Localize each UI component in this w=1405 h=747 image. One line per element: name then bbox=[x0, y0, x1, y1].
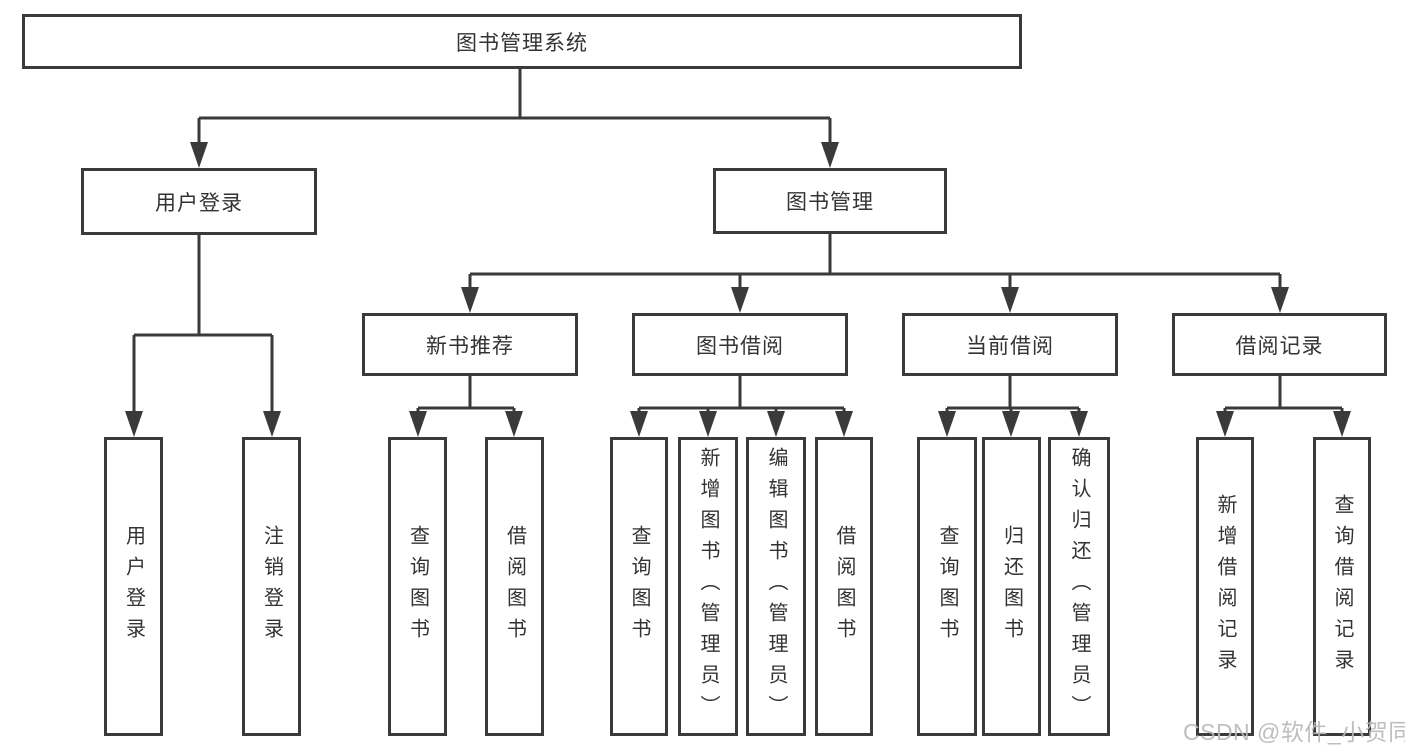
node-root: 图书管理系统 bbox=[22, 14, 1022, 69]
leaf-borrow-books: 借阅图书 bbox=[815, 437, 873, 736]
leaf-add-books-admin: 新增图书（管理员） bbox=[678, 437, 738, 736]
leaf-add-borrow-record: 新增借阅记录 bbox=[1196, 437, 1254, 736]
connector-book-management-to-level3 bbox=[468, 234, 1282, 295]
arrowhead bbox=[1002, 411, 1020, 437]
arrowhead bbox=[767, 411, 785, 437]
node-current-borrow: 当前借阅 bbox=[902, 313, 1118, 376]
node-new-book-recommend: 新书推荐 bbox=[362, 313, 578, 376]
arrowhead bbox=[461, 287, 479, 313]
connector-borrow-records-to-leaves bbox=[1223, 376, 1344, 420]
connector-root-to-level2 bbox=[197, 69, 832, 150]
leaf-logout: 注销登录 bbox=[242, 437, 301, 736]
arrowhead bbox=[1001, 287, 1019, 313]
connector-book-borrow-to-leaves bbox=[637, 376, 846, 420]
node-user-login: 用户登录 bbox=[81, 168, 317, 235]
leaf-edit-books-admin: 编辑图书（管理员） bbox=[746, 437, 806, 736]
connector-new-book-to-leaves bbox=[416, 376, 516, 420]
leaf-confirm-return-admin: 确认归还（管理员） bbox=[1048, 437, 1110, 736]
leaf-query-borrow-record: 查询借阅记录 bbox=[1313, 437, 1371, 736]
leaf-query-books-recommend: 查询图书 bbox=[388, 437, 447, 736]
arrowhead bbox=[1070, 411, 1088, 437]
leaf-query-books-borrow: 查询图书 bbox=[610, 437, 668, 736]
arrowhead bbox=[505, 411, 523, 437]
connector-user-login-to-leaves bbox=[132, 235, 274, 420]
node-book-management: 图书管理 bbox=[713, 168, 947, 234]
arrowhead bbox=[190, 142, 208, 168]
leaf-query-books-current: 查询图书 bbox=[917, 437, 977, 736]
arrowhead bbox=[1216, 411, 1234, 437]
leaf-return-books: 归还图书 bbox=[982, 437, 1041, 736]
node-book-borrow: 图书借阅 bbox=[632, 313, 848, 376]
leaf-user-login: 用户登录 bbox=[104, 437, 163, 736]
arrowhead bbox=[835, 411, 853, 437]
arrowhead bbox=[821, 142, 839, 168]
arrowhead bbox=[263, 411, 281, 437]
watermark: CSDN @软件_小贺同学 bbox=[1183, 719, 1405, 745]
arrowhead bbox=[125, 411, 143, 437]
arrowhead bbox=[731, 287, 749, 313]
leaf-borrow-books-recommend: 借阅图书 bbox=[485, 437, 544, 736]
arrowhead bbox=[409, 411, 427, 437]
arrowhead bbox=[1333, 411, 1351, 437]
node-borrow-records: 借阅记录 bbox=[1172, 313, 1387, 376]
arrowhead bbox=[630, 411, 648, 437]
arrowhead bbox=[938, 411, 956, 437]
arrowhead bbox=[1271, 287, 1289, 313]
arrowhead bbox=[699, 411, 717, 437]
arrowheads bbox=[125, 142, 1351, 437]
